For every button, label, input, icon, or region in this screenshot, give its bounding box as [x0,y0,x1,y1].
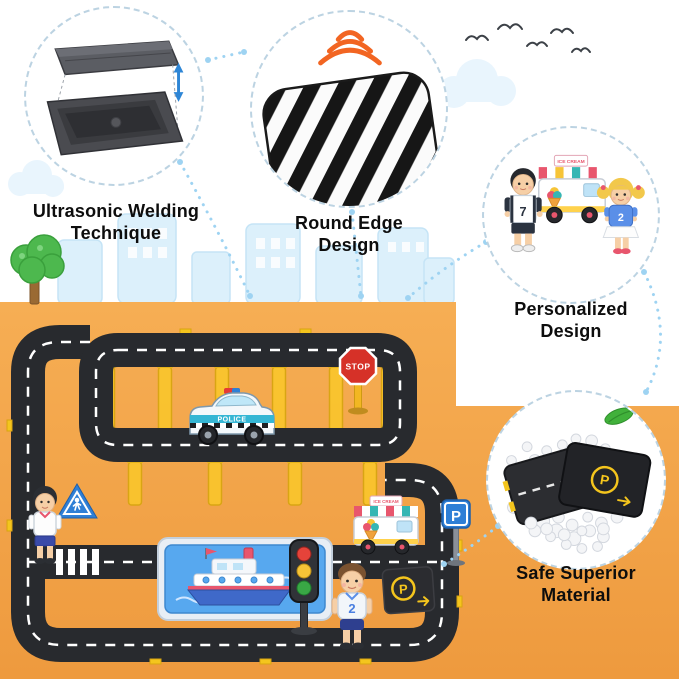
girl-figure: 2 [596,177,645,255]
boat [186,547,291,606]
police-car: POLICE [189,388,275,445]
ice-cream-van: ICE CREAM [353,495,419,555]
boat-flag [206,548,217,555]
connector-dots [177,49,649,567]
parking-pad: P [381,566,436,615]
dashed-connectors [178,50,662,566]
stop-sign: STOP [338,346,378,415]
material-illustration: P [502,407,652,554]
parking-tile: P [558,442,652,518]
parking-tile-text: P [599,472,611,488]
traffic-light-yellow [296,563,312,579]
crosswalk [56,549,99,575]
welding-label: Ultrasonic Welding Technique [32,201,200,244]
press-arrow-icon [173,62,184,102]
callout-personalized-circle: ICE CREAM [482,126,660,304]
car-window [215,395,257,407]
tree-icon [10,234,65,305]
van-window [583,183,600,197]
round-edge-label: Round Edge Design [295,213,403,256]
toy-van: ICE CREAM [538,154,606,224]
boat-hull [186,589,291,606]
pellets-front [524,516,610,542]
skyline-windows [128,228,424,268]
van-window [396,520,413,533]
personalized-label: Personalized Design [514,299,628,342]
traffic-light [289,539,319,635]
girl-jersey-number: 2 [618,212,624,224]
pool [157,537,333,621]
welding-plates-illustration [46,40,184,156]
stop-sign-text: STOP [346,362,371,372]
traffic-light-red [296,546,312,562]
material-label: Safe Superior Material [516,563,636,606]
pedestrian-sign [56,483,98,519]
parking-pad-text: P [399,581,409,597]
boy-jersey-number: 7 [520,205,527,219]
parking-sign: P [441,499,471,566]
van-sign-text: ICE CREAM [373,499,399,504]
van-roof-sign [553,154,589,167]
kid-figure-bottom: 2 [331,563,373,650]
track-lid [54,40,180,76]
kid-figure-crosswalk [28,486,62,564]
kid-face [340,570,364,594]
police-car-text: POLICE [217,417,246,424]
elevated-track [79,333,417,462]
cloud-icon [8,160,64,197]
traffic-light-green [296,580,312,596]
birds-icon [465,23,591,53]
personalized-illustration: ICE CREAM [504,154,645,255]
alignment-dashes [56,64,180,138]
kid-shorts [340,619,364,630]
striped-track-piece [262,71,441,206]
kid-face [35,493,55,513]
round-edge-illustration [262,30,441,206]
girl-skirt [602,226,640,238]
kid-shorts [34,535,56,547]
parking-sign-text: P [451,508,461,525]
callout-welding-circle [24,6,204,186]
track-tray [46,91,184,156]
callout-material-circle: P [486,390,666,570]
cloud-icon [438,59,516,108]
boy-face [512,173,534,196]
sound-wave-icon [318,30,382,66]
boy-shorts [511,222,535,234]
boat-funnel [243,547,254,561]
callout-round-edge-circle [250,10,448,208]
kid-number: 2 [348,601,355,616]
boy-figure: 7 [504,168,543,253]
van-sign-text: ICE CREAM [557,159,584,165]
